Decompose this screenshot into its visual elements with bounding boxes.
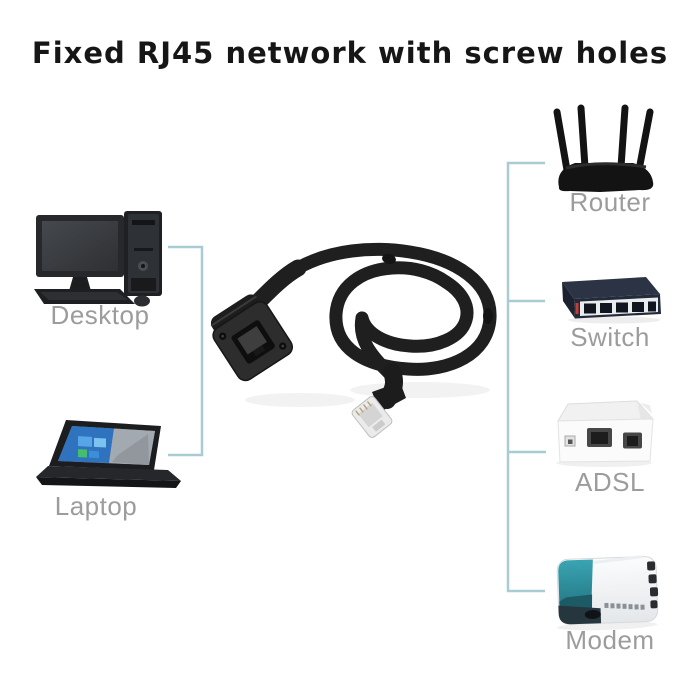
page-title: Fixed RJ45 network with screw holes [31, 36, 669, 70]
device-label-router: Router [569, 187, 651, 217]
device-label-adsl: ADSL [575, 467, 645, 497]
left-bracket-line [168, 245, 204, 457]
rj45-panel-mount-extension-cable-photo [210, 242, 497, 438]
desktop-computer-icon [34, 211, 162, 307]
adsl-modem-icon [556, 400, 655, 467]
rj45-female-connector [210, 294, 294, 382]
rj45-male-plug [351, 363, 406, 438]
modem-icon [556, 555, 659, 631]
device-label-laptop: Laptop [54, 491, 138, 521]
cable-coil [249, 242, 497, 379]
right-bracket-line [506, 161, 546, 593]
device-label-switch: Switch [570, 322, 650, 352]
laptop-icon [36, 420, 181, 488]
network-switch-icon [562, 277, 661, 324]
device-label-modem: Modem [565, 625, 655, 655]
device-label-desktop: Desktop [50, 300, 150, 330]
wifi-router-icon [553, 104, 654, 192]
